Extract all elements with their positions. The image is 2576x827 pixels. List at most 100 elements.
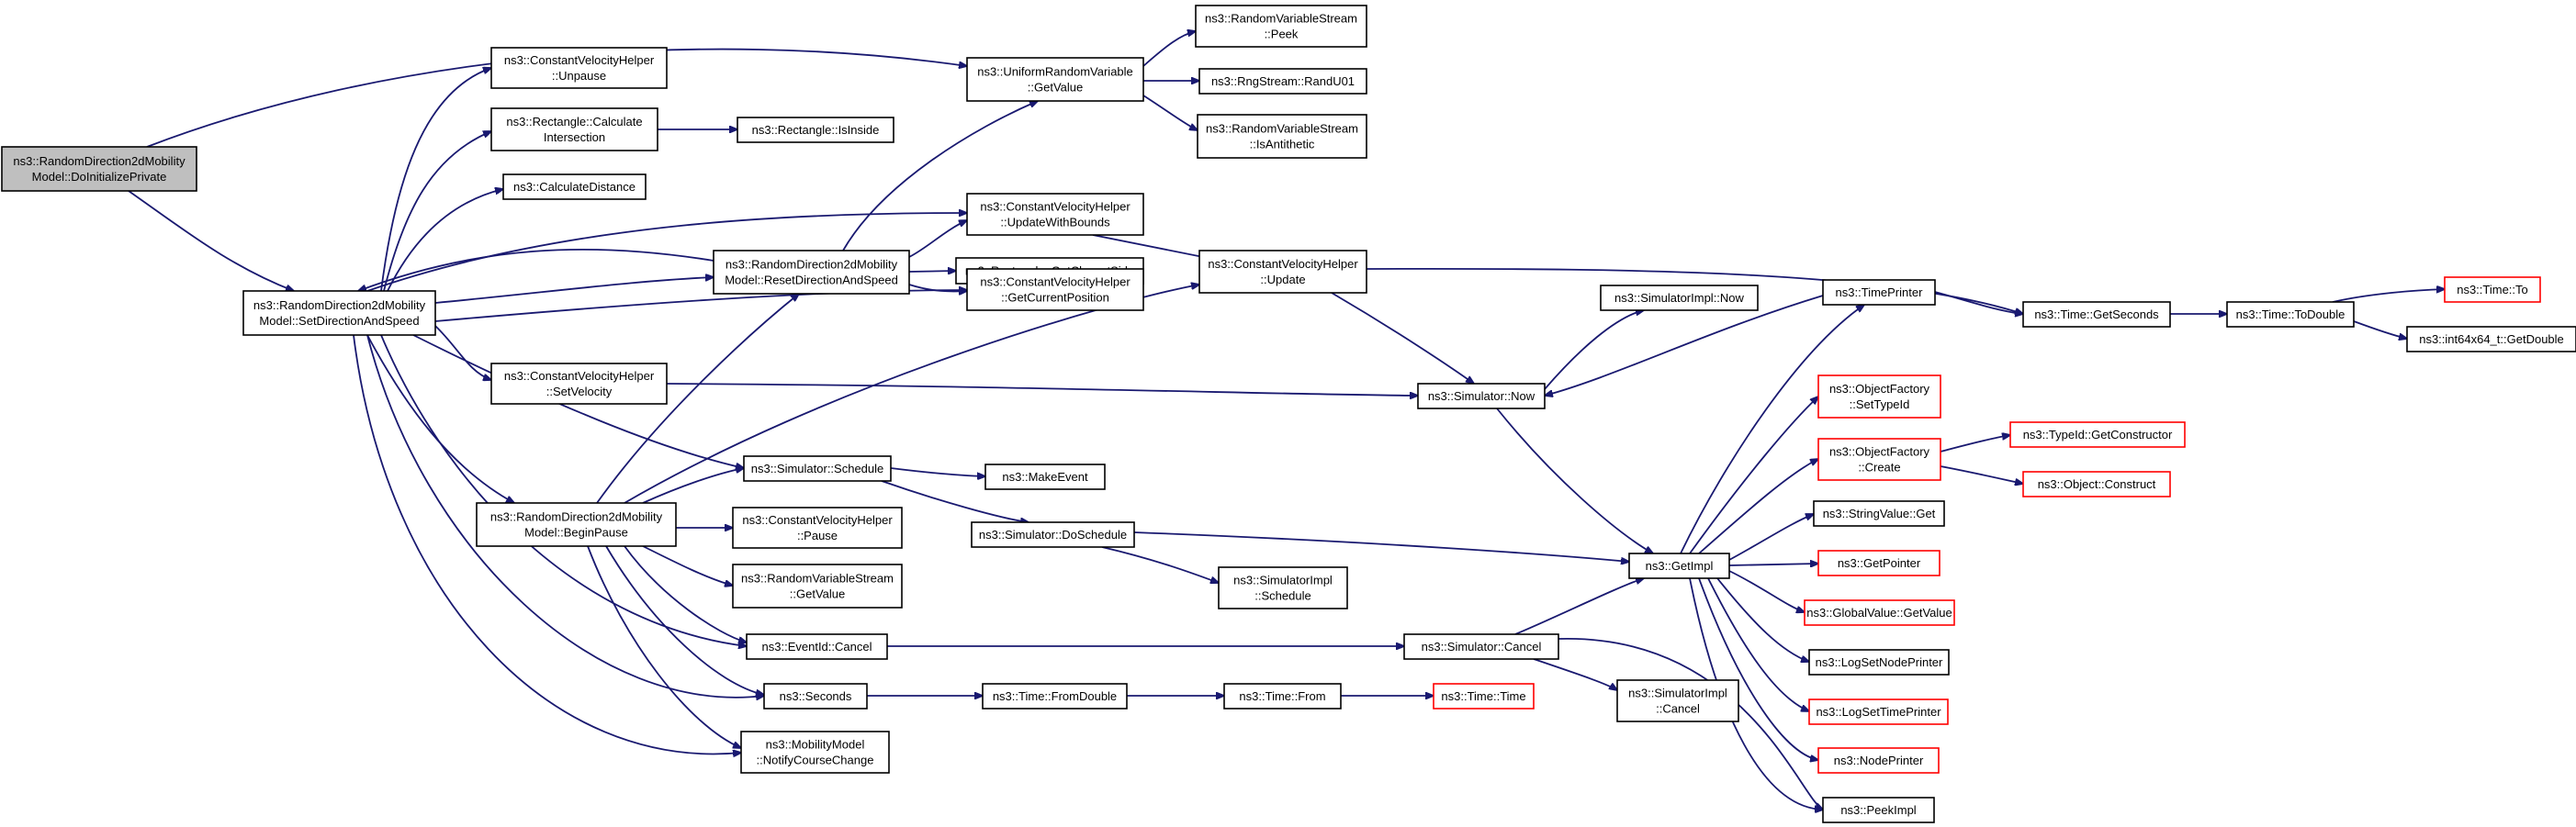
node-label-line: ns3::NodePrinter: [1834, 754, 1924, 767]
edge-sim_dosched-to-getimpl: [1133, 531, 1629, 562]
node-cvh-update[interactable]: ns3::ConstantVelocityHelper::Update: [1198, 250, 1367, 294]
node-box: [2009, 421, 2186, 448]
node-label-line: ns3::ConstantVelocityHelper: [980, 200, 1131, 214]
node-label-line: ::UpdateWithBounds: [1000, 216, 1110, 229]
edge-sim_cancel-to-peekimpl: [1558, 638, 1823, 810]
node-sim-schedule[interactable]: ns3::Simulator::Schedule: [743, 455, 892, 482]
node-box: [1817, 438, 1941, 481]
edge-uniform-to-rvs_isanti: [1142, 95, 1198, 130]
node-nodeprinter[interactable]: ns3::NodePrinter: [1817, 747, 1940, 774]
node-label-line: ns3::RngStream::RandU01: [1211, 74, 1355, 88]
node-rvs-peek[interactable]: ns3::RandomVariableStream::Peek: [1195, 5, 1367, 48]
node-time-getseconds[interactable]: ns3::Time::GetSeconds: [2022, 301, 2171, 328]
call-nodes: ns3::RandomDirection2dMobilityModel::DoI…: [1, 5, 2576, 823]
node-typeid-getctor[interactable]: ns3::TypeId::GetConstructor: [2009, 421, 2186, 448]
node-getpointer[interactable]: ns3::GetPointer: [1817, 550, 1940, 576]
edge-setdir-to-cvh_setvel: [434, 325, 491, 380]
node-sim-cancel[interactable]: ns3::Simulator::Cancel: [1403, 633, 1559, 660]
node-time-to[interactable]: ns3::Time::To: [2444, 276, 2541, 303]
edge-setdir-to-seconds: [366, 334, 764, 698]
node-label-line: ::Pause: [797, 529, 838, 542]
node-peekimpl[interactable]: ns3::PeekImpl: [1822, 797, 1935, 823]
edge-resetdir-to-setdir: [358, 248, 714, 291]
edge-uniform-to-rvs_peek: [1142, 31, 1196, 67]
node-simimpl-now[interactable]: ns3::SimulatorImpl::Now: [1600, 285, 1759, 311]
edge-getimpl-to-peekimpl: [1689, 577, 1823, 810]
node-root[interactable]: ns3::RandomDirection2dMobilityModel::DoI…: [1, 146, 197, 192]
node-box: [1817, 747, 1940, 774]
node-label-line: ns3::Time::GetSeconds: [2034, 307, 2159, 321]
node-simimpl-cancel[interactable]: ns3::SimulatorImpl::Cancel: [1616, 679, 1739, 722]
node-logtimeprinter[interactable]: ns3::LogSetTimePrinter: [1808, 698, 1949, 725]
node-label-line: ns3::MakeEvent: [1002, 470, 1088, 484]
node-label-line: ns3::Simulator::Now: [1428, 389, 1535, 403]
node-cvh-unpause[interactable]: ns3::ConstantVelocityHelper::Unpause: [490, 47, 668, 89]
node-makeevent[interactable]: ns3::MakeEvent: [984, 464, 1106, 490]
node-time-from[interactable]: ns3::Time::From: [1223, 683, 1342, 710]
edge-resetdir-to-cvh_updbounds: [908, 220, 967, 258]
node-label-line: ns3::TimePrinter: [1836, 285, 1924, 299]
node-cvh-pause[interactable]: ns3::ConstantVelocityHelper::Pause: [732, 507, 903, 549]
node-beginpause[interactable]: ns3::RandomDirection2dMobilityModel::Beg…: [476, 502, 677, 547]
node-label-line: ns3::Rectangle::IsInside: [752, 123, 880, 137]
edge-root-to-setdir: [128, 190, 294, 291]
node-box: [1197, 114, 1367, 159]
node-rng-randu[interactable]: ns3::RngStream::RandU01: [1198, 68, 1367, 95]
node-label-line: Model::ResetDirectionAndSpeed: [725, 274, 898, 287]
node-time-time[interactable]: ns3::Time::Time: [1433, 683, 1535, 710]
node-setdir[interactable]: ns3::RandomDirection2dMobilityModel::Set…: [242, 290, 436, 336]
node-label-line: ::NotifyCourseChange: [757, 754, 874, 767]
edge-setdir-to-rect_calc: [383, 131, 491, 292]
node-box: [2022, 301, 2171, 328]
node-rvs-getvalue[interactable]: ns3::RandomVariableStream::GetValue: [732, 564, 903, 609]
node-time-todouble[interactable]: ns3::Time::ToDouble: [2226, 301, 2355, 328]
node-box: [1822, 279, 1936, 306]
node-cvh-updbounds[interactable]: ns3::ConstantVelocityHelper::UpdateWithB…: [966, 193, 1144, 236]
node-label-line: ns3::SimulatorImpl: [1628, 687, 1727, 700]
node-label-line: ::IsAntithetic: [1250, 138, 1315, 151]
node-calcdist[interactable]: ns3::CalculateDistance: [502, 173, 647, 200]
node-timeprinter[interactable]: ns3::TimePrinter: [1822, 279, 1936, 306]
node-label-line: ns3::TypeId::GetConstructor: [2023, 428, 2173, 441]
node-lognodeprinter[interactable]: ns3::LogSetNodePrinter: [1808, 649, 1950, 676]
node-cvh-getpos[interactable]: ns3::ConstantVelocityHelper::GetCurrentP…: [966, 268, 1144, 311]
node-object-construct[interactable]: ns3::Object::Construct: [2022, 471, 2171, 497]
node-box: [737, 117, 894, 143]
node-label-line: ::GetCurrentPosition: [1001, 291, 1109, 305]
node-eventid-cancel[interactable]: ns3::EventId::Cancel: [746, 633, 888, 660]
node-simimpl-sched[interactable]: ns3::SimulatorImpl::Schedule: [1218, 566, 1348, 609]
node-box: [1808, 649, 1950, 676]
node-rvs-isanti[interactable]: ns3::RandomVariableStream::IsAntithetic: [1197, 114, 1367, 159]
node-label-line: ns3::ObjectFactory: [1829, 445, 1930, 459]
node-label-line: Model::DoInitializePrivate: [32, 170, 167, 184]
node-resetdir[interactable]: ns3::RandomDirection2dMobilityModel::Res…: [713, 250, 910, 295]
node-sim-now[interactable]: ns3::Simulator::Now: [1417, 383, 1546, 409]
node-rect-inside[interactable]: ns3::Rectangle::IsInside: [737, 117, 894, 143]
node-label-line: ns3::ConstantVelocityHelper: [504, 53, 655, 67]
edge-objf_create-to-object_construct: [1940, 465, 2023, 484]
node-cvh-setvel[interactable]: ns3::ConstantVelocityHelper::SetVelocity: [490, 363, 668, 405]
node-getimpl[interactable]: ns3::GetImpl: [1628, 553, 1730, 579]
node-objf-create[interactable]: ns3::ObjectFactory::Create: [1817, 438, 1941, 481]
node-seconds[interactable]: ns3::Seconds: [763, 683, 868, 710]
node-sim-dosched[interactable]: ns3::Simulator::DoSchedule: [971, 521, 1135, 548]
node-globalvalue[interactable]: ns3::GlobalValue::GetValue: [1804, 599, 1955, 626]
node-uniform[interactable]: ns3::UniformRandomVariable::GetValue: [966, 57, 1144, 102]
node-stringvalue-get[interactable]: ns3::StringValue::Get: [1813, 500, 1945, 527]
node-label-line: ns3::Simulator::Cancel: [1422, 640, 1542, 654]
node-box: [502, 173, 647, 200]
edge-resetdir-to-cvh_getpos: [908, 284, 967, 291]
node-label-line: ns3::int64x64_t::GetDouble: [2419, 332, 2564, 346]
node-box: [966, 193, 1144, 236]
node-mm-notify[interactable]: ns3::MobilityModel::NotifyCourseChange: [740, 731, 890, 774]
node-time-fromdouble[interactable]: ns3::Time::FromDouble: [982, 683, 1128, 710]
node-label-line: ns3::RandomVariableStream: [1205, 12, 1357, 26]
node-box: [732, 507, 903, 549]
node-label-line: ::Create: [1858, 461, 1900, 475]
node-objf-settype[interactable]: ns3::ObjectFactory::SetTypeId: [1817, 374, 1941, 419]
node-int64-getdouble[interactable]: ns3::int64x64_t::GetDouble: [2406, 326, 2576, 352]
node-label-line: ns3::LogSetTimePrinter: [1816, 705, 1941, 719]
node-label-line: Model::BeginPause: [524, 526, 628, 540]
node-box: [2022, 471, 2171, 497]
